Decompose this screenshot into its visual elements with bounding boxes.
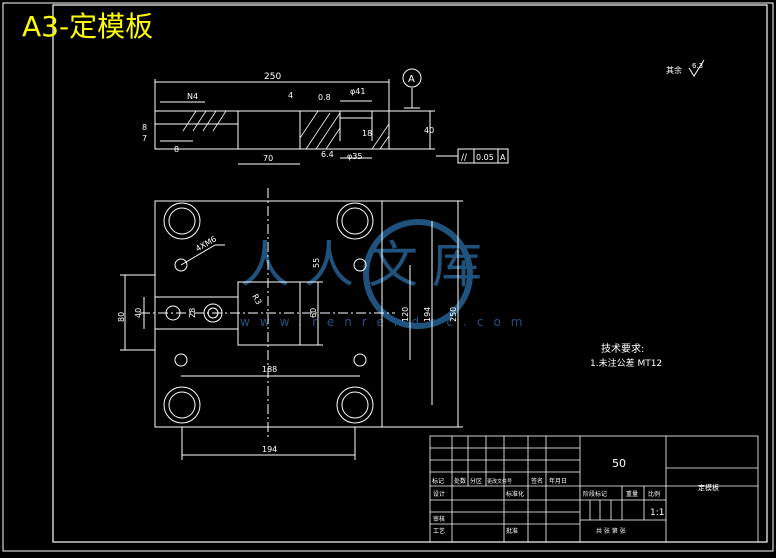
watermark-logo-ring <box>363 219 473 329</box>
guide-holes <box>163 202 374 424</box>
dim-phi41: φ41 <box>350 87 365 96</box>
tb-header-sign: 签名 <box>531 477 543 485</box>
dim-194-v: 194 <box>423 307 432 322</box>
top-view-dims-text: 250 N4 4 0.8 φ41 8 7 8 70 6.4 φ35 18 40 <box>142 72 434 163</box>
tb-quantity: 50 <box>612 457 626 470</box>
title-block-text: 标记 处数 分区 更改文件号 签名 年月日 设计 标准化 审核 工艺 批准 阶段… <box>432 457 719 535</box>
dim-top-250: 250 <box>264 72 281 82</box>
dim-80: 80 <box>117 312 126 322</box>
dim-top-18: 18 <box>362 129 372 138</box>
tb-header-date: 年月日 <box>549 477 567 485</box>
page-title: A3-定模板 <box>22 10 154 43</box>
tolerance-frame: // 0.05 A <box>457 148 509 164</box>
dim-188: 188 <box>262 365 277 374</box>
dim-250-v: 250 <box>449 307 458 322</box>
dim-top-70: 70 <box>263 154 273 163</box>
dim-60: 60 <box>309 308 318 318</box>
dim-194-h: 194 <box>262 445 277 454</box>
surface-note: 其余 6.3 <box>666 59 705 77</box>
tolerance-value: 0.05 <box>476 153 494 162</box>
inner-border <box>52 4 768 543</box>
title-block <box>429 435 759 543</box>
watermark-url: www.renrendoc.com <box>240 315 532 329</box>
tb-row-process: 工艺 <box>433 527 445 535</box>
surface-note-value: 6.3 <box>692 62 703 70</box>
tb-weight: 重量 <box>626 490 638 498</box>
top-view-counterbore <box>339 110 373 119</box>
tb-stage-mark: 阶段标记 <box>583 490 607 498</box>
top-view <box>154 79 458 165</box>
dim-roughness-08: 0.8 <box>318 93 331 102</box>
dim-r3: R3 <box>250 293 263 307</box>
screw-holes <box>174 258 367 367</box>
roughness-symbol-icon <box>688 59 705 77</box>
tech-heading: 技术要求: <box>601 342 644 355</box>
tb-part-name: 定模板 <box>698 483 719 492</box>
tb-header-zone: 分区 <box>470 477 482 485</box>
dim-n4: N4 <box>187 92 198 101</box>
tb-scale: 1:1 <box>650 508 664 518</box>
dim-55: 55 <box>312 258 321 268</box>
tolerance-symbol: // <box>461 153 468 163</box>
dim-40: 40 <box>134 308 143 318</box>
dim-roughness-64: 6.4 <box>321 150 334 159</box>
dim-120: 120 <box>401 307 410 322</box>
tech-item: 1.未注公差 MT12 <box>590 357 662 369</box>
tb-scale-label: 比例 <box>648 490 660 498</box>
dim-top-7: 7 <box>142 134 147 143</box>
front-view <box>120 188 463 460</box>
dim-top-8b: 8 <box>174 145 179 154</box>
watermark: 人人文库 www.renrendoc.com <box>240 219 532 329</box>
tech-requirements: 技术要求: 1.未注公差 MT12 <box>590 342 662 369</box>
tb-row-approve: 批准 <box>506 527 518 535</box>
datum-marker: A <box>402 68 422 88</box>
dim-28: 28 <box>188 308 197 318</box>
top-view-outline <box>154 110 390 150</box>
tb-sheet: 共 张 第 张 <box>596 527 626 535</box>
tb-row-review: 审核 <box>433 515 445 523</box>
tolerance-datum: A <box>500 153 506 162</box>
tb-row-design: 设计 <box>433 490 445 498</box>
dim-top-4: 4 <box>288 91 293 100</box>
datum-label: A <box>408 74 415 85</box>
section-hatch <box>182 110 390 150</box>
tb-header-change-doc: 更改文件号 <box>487 478 512 485</box>
tb-row-standard: 标准化 <box>506 490 524 498</box>
dim-phi35: φ35 <box>347 152 362 161</box>
dim-top-8a: 8 <box>142 123 147 132</box>
dim-top-40: 40 <box>424 126 434 135</box>
tb-header-count: 处数 <box>454 477 466 485</box>
surface-note-label: 其余 <box>666 65 682 75</box>
watermark-text: 人人文库 <box>240 236 496 294</box>
tb-header-mark: 标记 <box>432 477 444 485</box>
